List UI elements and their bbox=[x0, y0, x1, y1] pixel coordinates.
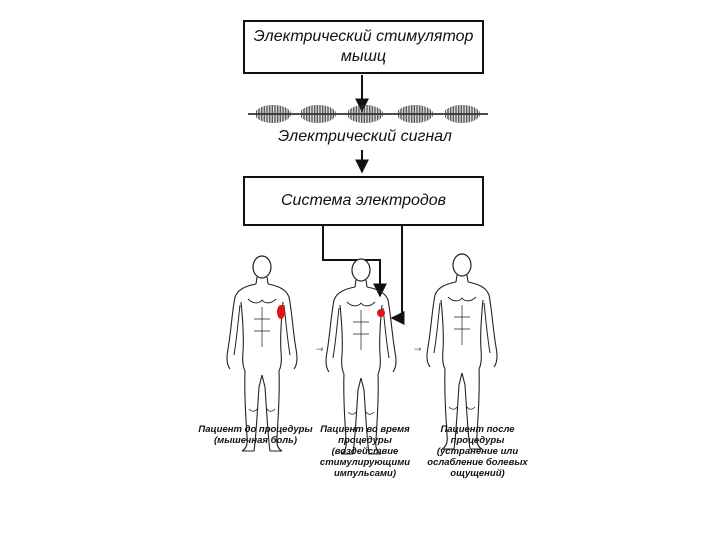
caption-during: Пациент во время процедуры (воздействие … bbox=[305, 424, 425, 479]
patient-figure-before bbox=[226, 255, 298, 452]
signal-burst bbox=[398, 105, 433, 123]
caption-line: процедуры bbox=[338, 435, 392, 446]
electrode-wire-right bbox=[390, 226, 405, 325]
caption-line: (устранение или bbox=[436, 446, 519, 457]
caption-line: (воздействие bbox=[331, 446, 399, 457]
caption-line: стимулирующими bbox=[319, 457, 411, 468]
caption-line: Пациент во время bbox=[320, 424, 410, 435]
caption-after: Пациент после процедуры (устранение или … bbox=[415, 424, 540, 479]
electrode-system-box: Система электродов bbox=[243, 176, 484, 226]
transition-arrow-1: → bbox=[316, 345, 324, 355]
caption-line: ослабление болевых bbox=[427, 457, 528, 468]
caption-line: Пациент после bbox=[440, 424, 515, 435]
stimulator-title-line2: мышц bbox=[340, 48, 387, 65]
transition-arrow-2: → bbox=[414, 345, 422, 355]
caption-before: Пациент до процедуры (мышечная боль) bbox=[193, 424, 318, 446]
signal-burst bbox=[301, 105, 336, 123]
signal-burst bbox=[256, 105, 291, 123]
caption-line: Пациент до процедуры bbox=[198, 424, 313, 435]
signal-burst bbox=[348, 105, 383, 123]
caption-line: (мышечная боль) bbox=[214, 435, 297, 446]
caption-line: импульсами) bbox=[333, 468, 397, 479]
electrode-wire-left bbox=[322, 226, 387, 298]
caption-line: ощущений) bbox=[450, 468, 505, 479]
caption-line: процедуры bbox=[450, 435, 505, 446]
signal-bursts bbox=[256, 105, 480, 123]
electrode-system-label: Система электродов bbox=[280, 192, 447, 209]
signal-burst bbox=[445, 105, 480, 123]
stimulator-box: Электрический стимулятор мышц bbox=[243, 20, 484, 74]
signal-label: Электрический сигнал bbox=[278, 128, 452, 145]
stimulation-point bbox=[377, 309, 385, 317]
patient-figure-after bbox=[426, 253, 498, 450]
pain-mark bbox=[277, 305, 285, 319]
stimulator-title-line1: Электрический стимулятор bbox=[253, 28, 474, 45]
